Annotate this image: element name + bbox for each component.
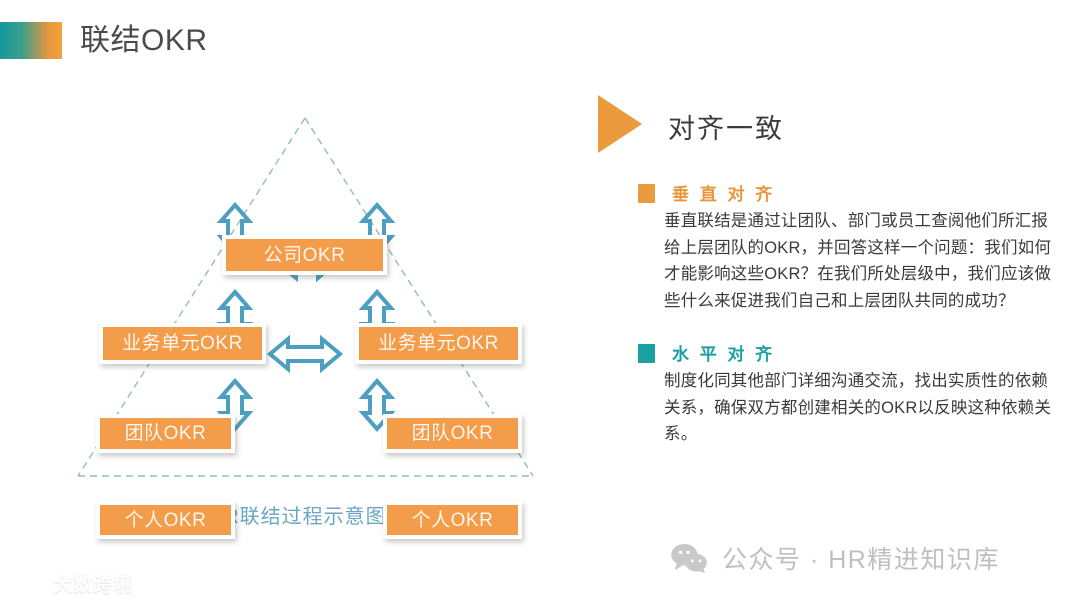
bullet-square-icon — [638, 184, 655, 203]
diagram-caption: OKR联结过程示意图 — [193, 506, 387, 528]
section-title-horizontal: 水 平 对 齐 — [672, 345, 776, 364]
okr-box-team-right[interactable]: 团队OKR — [383, 414, 522, 453]
okr-box-business-unit-right[interactable]: 业务单元OKR — [355, 323, 522, 364]
title-accent-bar — [0, 22, 62, 59]
section-body-horizontal: 制度化同其他部门详细沟通交流，找出实质性的依赖关系，确保双方都创建相关的OKR以… — [664, 372, 1052, 444]
okr-box-business-unit-left[interactable]: 业务单元OKR — [99, 323, 266, 364]
play-triangle-icon — [598, 95, 642, 153]
section-body-vertical: 垂直联结是通过让团队、部门或员工查阅他们所汇报给上层团队的OKR，并回答这样一个… — [664, 212, 1052, 311]
section-title-vertical: 垂 直 对 齐 — [672, 185, 776, 204]
footer-text: 公众号 · HR精进知识库 — [722, 546, 1000, 574]
okr-box-individual-left[interactable]: 个人OKR — [96, 501, 235, 539]
watermark-text: 大数跨境 — [53, 575, 134, 596]
dashu-logo-icon — [10, 574, 46, 594]
bullet-square-icon — [638, 344, 655, 363]
panel-heading: 对齐一致 — [668, 114, 784, 144]
wechat-icon — [671, 543, 707, 573]
okr-box-team-left[interactable]: 团队OKR — [96, 414, 235, 453]
page-title: 联结OKR — [80, 24, 208, 57]
okr-box-individual-right[interactable]: 个人OKR — [383, 501, 522, 539]
footer-branding: 公众号 · HR精进知识库 — [670, 540, 1000, 576]
okr-linkage-diagram: 公司OKR 业务单元OKR 业务单元OKR 团队OKR 团队OKR 个人OKR … — [0, 80, 580, 550]
watermark: 大数跨境 — [10, 570, 133, 597]
alignment-panel: 对齐一致 垂 直 对 齐 垂直联结是通过让团队、部门或员工查阅他们所汇报给上层团… — [590, 85, 1060, 485]
okr-box-company[interactable]: 公司OKR — [222, 235, 387, 275]
diagram-connectors — [77, 117, 534, 477]
